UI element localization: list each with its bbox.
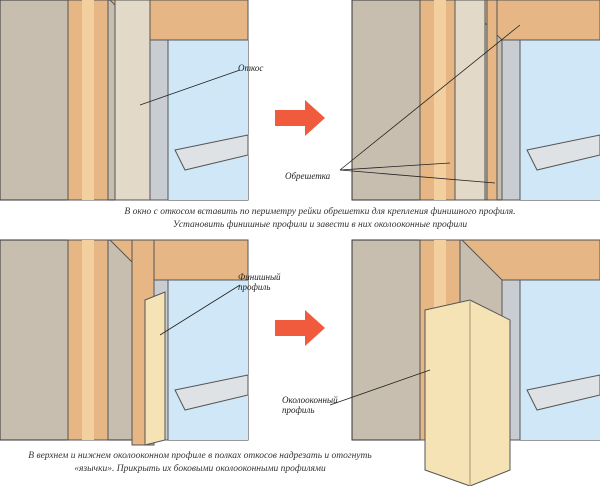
batten <box>486 0 498 201</box>
label-text: профиль <box>238 282 271 292</box>
label-text: Околооконный <box>282 395 338 405</box>
label-text: Финишный <box>238 272 281 282</box>
label-text: профиль <box>282 405 315 415</box>
caption-line: В верхнем и нижнем околооконном профиле … <box>28 451 372 461</box>
caption-top: В окно с откосом вставить по периметру р… <box>80 206 560 232</box>
label-otkos: Откос <box>238 63 264 73</box>
window-profile <box>424 299 511 486</box>
arrow-icon <box>275 100 325 346</box>
caption-line: Установить финишные профили и завести в … <box>172 220 468 230</box>
finish-profile <box>144 291 166 446</box>
panel-step3 <box>0 239 249 441</box>
label-obreshetka: Обрешетка <box>285 171 331 181</box>
caption-line: В окно с откосом вставить по периметру р… <box>124 207 516 217</box>
caption-line: «язычки». Прикрыть их боковыми околоокон… <box>74 464 326 474</box>
caption-bottom: В верхнем и нижнем околооконном профиле … <box>0 450 400 476</box>
slope-otkos <box>114 0 151 201</box>
